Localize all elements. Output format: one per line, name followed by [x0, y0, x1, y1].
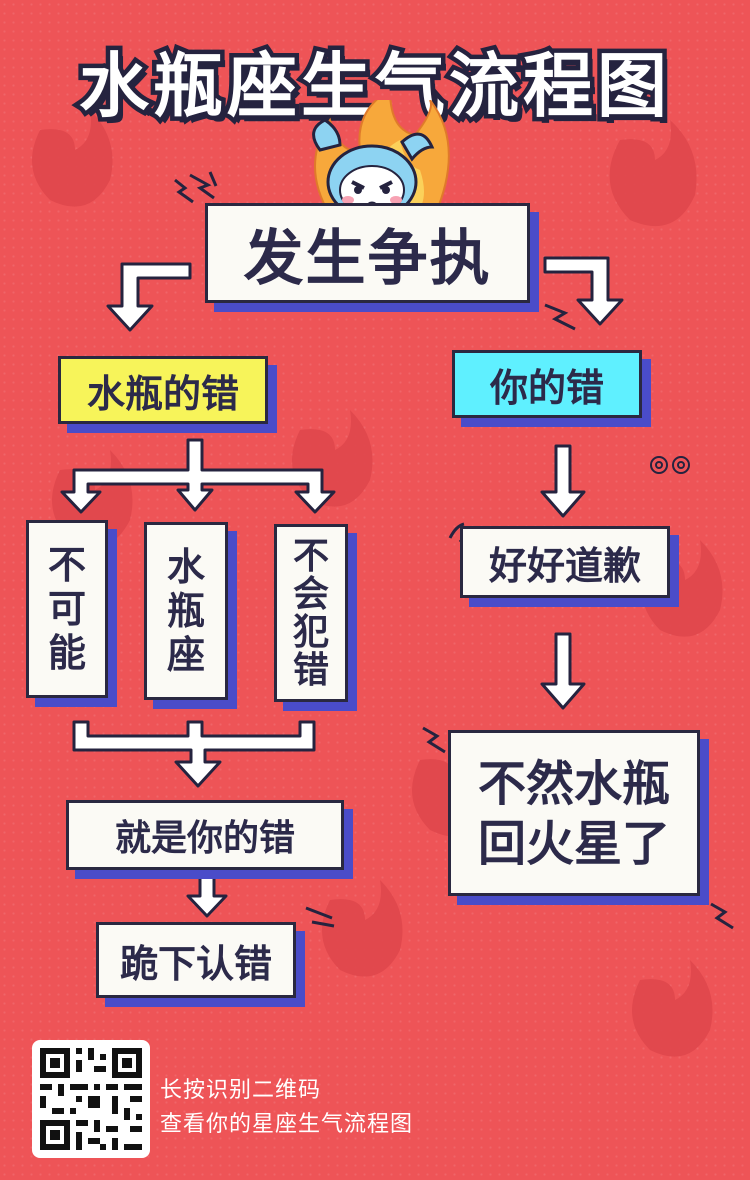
result-right-line-1: 不然水瓶 [477, 756, 670, 812]
zigzag-icon-2 [422, 726, 446, 754]
qr-caption-line-2: 查看你的星座生气流程图 [160, 1112, 414, 1137]
reason-node-2: 水 瓶 座 [144, 522, 228, 700]
result-right-node: 不然水瓶 回火星了 [448, 730, 700, 896]
branch-right-node: 你的错 [452, 350, 642, 418]
shock-lines-icon-3 [305, 906, 335, 928]
result-left-node: 跪下认错 [96, 922, 296, 998]
reason-1-char: 不 [47, 543, 86, 588]
result-right-line-2: 回火星了 [477, 816, 670, 872]
reason-3-char: 会 [292, 574, 329, 616]
step-right-node: 好好道歉 [460, 526, 670, 598]
reason-node-1: 不 可 能 [26, 520, 108, 698]
reason-1-char: 可 [47, 587, 86, 632]
reason-2-char: 座 [166, 632, 205, 677]
reason-3-char: 犯 [292, 612, 329, 653]
reason-1-char: 能 [47, 630, 86, 675]
qr-code-graphic [40, 1048, 142, 1150]
branch-left-node: 水瓶的错 [58, 356, 268, 424]
reason-3-char: 错 [292, 649, 329, 691]
qr-caption-line-1: 长按识别二维码 [160, 1078, 322, 1103]
start-node: 发生争执 [205, 203, 530, 303]
zigzag-icon [544, 303, 576, 331]
dizzy-icon [650, 456, 690, 474]
zigzag-icon-3 [710, 902, 734, 930]
reason-2-char: 瓶 [166, 589, 205, 634]
conclusion-node: 就是你的错 [66, 800, 344, 870]
reason-3-char: 不 [292, 536, 329, 578]
reason-node-3: 不 会 犯 错 [274, 524, 348, 702]
reason-2-char: 水 [166, 545, 205, 590]
qr-code-icon[interactable] [32, 1040, 150, 1158]
aquarius-mascot-icon [312, 100, 450, 220]
shock-lines-icon [174, 171, 218, 204]
